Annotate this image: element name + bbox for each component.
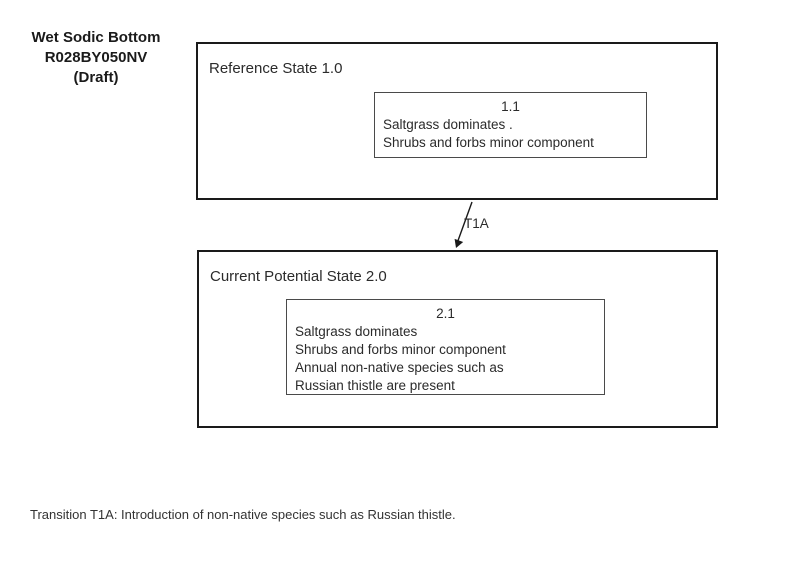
community-box-2-1: 2.1 Saltgrass dominates Shrubs and forbs…	[286, 299, 605, 395]
page-title: Wet Sodic Bottom R028BY050NV (Draft)	[20, 28, 172, 88]
community-box-1-1: 1.1 Saltgrass dominates . Shrubs and for…	[374, 92, 647, 158]
title-line-3: (Draft)	[73, 69, 119, 86]
transition-footnote: Transition T1A: Introduction of non-nati…	[30, 507, 456, 522]
community-line: Shrubs and forbs minor component	[383, 135, 594, 150]
current-potential-state-label: Current Potential State 2.0	[210, 268, 387, 285]
reference-state-label: Reference State 1.0	[209, 60, 343, 77]
title-line-2: R028BY050NV	[44, 49, 148, 66]
community-id: 2.1	[436, 306, 455, 321]
community-line: Shrubs and forbs minor component	[295, 342, 506, 357]
title-line-1: Wet Sodic Bottom	[31, 29, 161, 46]
community-line: Russian thistle are present	[295, 378, 455, 393]
community-line: Annual non-native species such as	[295, 360, 504, 375]
community-line: Saltgrass dominates	[295, 324, 418, 339]
transition-label: T1A	[464, 216, 489, 231]
current-potential-state-box: Current Potential State 2.0 2.1 Saltgras…	[197, 250, 718, 428]
transition-arrow-icon	[454, 201, 473, 248]
community-line: Saltgrass dominates .	[383, 117, 513, 132]
reference-state-box: Reference State 1.0 1.1 Saltgrass domina…	[196, 42, 718, 200]
community-id: 1.1	[501, 99, 520, 114]
